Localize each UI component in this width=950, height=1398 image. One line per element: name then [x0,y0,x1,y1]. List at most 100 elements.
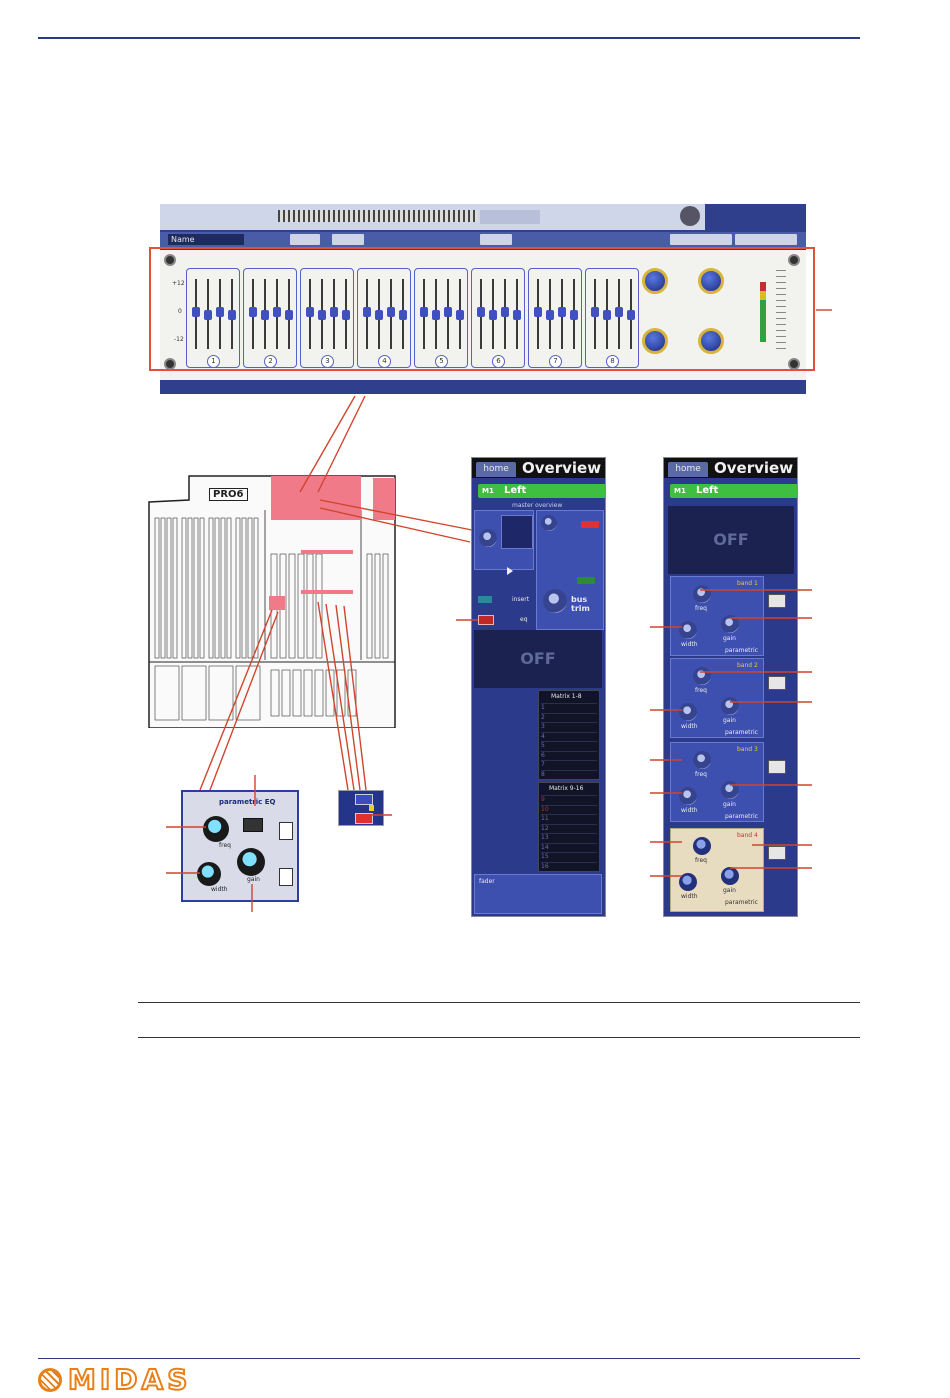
geq-slider-cap[interactable] [513,310,521,320]
geq-slider-cap[interactable] [363,307,371,317]
geq-slider-cap[interactable] [330,307,338,317]
master-knob[interactable] [479,529,497,547]
matrix-row[interactable]: 2 [541,712,597,722]
geq-slider-cap[interactable] [375,310,383,320]
band-side-button[interactable] [768,760,786,774]
geq-slider-cap[interactable] [615,307,623,317]
geq-slider-cap[interactable] [306,307,314,317]
freq-knob[interactable] [693,751,711,769]
caption-rule-top [138,1002,860,1003]
toolbar-button-2[interactable] [332,234,364,245]
peq-switch-1[interactable] [279,822,293,840]
bus-trim-knob[interactable] [543,589,567,613]
dir-knob[interactable] [541,515,557,531]
geq-band-number: 7 [549,355,562,368]
geq-slider-cap[interactable] [249,307,257,317]
geq-slider-cap[interactable] [318,310,326,320]
geq-slider-cap[interactable] [420,307,428,317]
gain-knob[interactable] [721,615,739,633]
freq-knob[interactable] [693,837,711,855]
gain-knob[interactable] [237,848,265,876]
peq-switch-2[interactable] [279,868,293,886]
freq-knob[interactable] [203,816,229,842]
shelf-knob-2[interactable] [698,268,724,294]
width-knob[interactable] [197,862,221,886]
geq-slider-cap[interactable] [387,307,395,317]
home-tab[interactable]: home [668,462,708,477]
matrix-row[interactable]: 8 [541,769,597,779]
eq-off-display: OFF [474,630,602,688]
geq-slider-cap[interactable] [399,310,407,320]
shelf-knob-1[interactable] [642,268,668,294]
geq-slider-cap[interactable] [591,307,599,317]
geq-slider-cap[interactable] [204,310,212,320]
matrix-row[interactable]: 3 [541,722,597,731]
band-side-button[interactable] [768,676,786,690]
geq-slider-cap[interactable] [444,307,452,317]
matrix-row[interactable]: 5 [541,741,597,750]
width-knob[interactable] [679,703,697,721]
matrix-row[interactable]: 4 [541,731,597,741]
geq-slider-cap[interactable] [558,307,566,317]
width-knob[interactable] [679,621,697,639]
toolbar-button-1[interactable] [290,234,320,245]
eq-button[interactable] [478,615,494,625]
geq-slider-cap[interactable] [489,310,497,320]
red-button[interactable] [581,521,599,528]
toolbar-button-5[interactable] [735,234,797,245]
width-knob[interactable] [679,787,697,805]
geq-slider-cap[interactable] [477,307,485,317]
insert-label: insert [512,596,530,603]
home-tab[interactable]: home [476,462,516,477]
matrix-row[interactable]: 10 [541,804,597,814]
screw-icon [788,254,800,266]
geq-slider-cap[interactable] [273,307,281,317]
console-output-strip [382,553,389,659]
geq-slider-cap[interactable] [546,310,554,320]
gain-knob[interactable] [721,867,739,885]
matrix-row[interactable]: 14 [541,842,597,852]
matrix-row[interactable]: 7 [541,760,597,769]
matrix-row[interactable]: 6 [541,750,597,760]
geq-slider-cap[interactable] [534,307,542,317]
console-output-strip [366,553,373,659]
geq-slider-cap[interactable] [603,310,611,320]
geq-slider-cap[interactable] [501,307,509,317]
toolbar-button-3[interactable] [480,234,512,245]
closeup-button-top[interactable] [355,794,373,805]
geq-slider-cap[interactable] [570,310,578,320]
matrix-row[interactable]: 15 [541,852,597,861]
shelf-knob-3[interactable] [642,328,668,354]
insert-button[interactable] [478,596,492,603]
width-label: width [211,886,228,893]
console-logo: PRO6 [209,488,248,501]
geq-slider-cap[interactable] [216,307,224,317]
matrix-row[interactable]: 16 [541,861,597,871]
geq-slider-cap[interactable] [456,310,464,320]
closeup-led [369,805,374,811]
matrix-row[interactable]: 11 [541,814,597,823]
toolbar-button-4[interactable] [670,234,732,245]
geq-slider-cap[interactable] [627,310,635,320]
shelf-knob-4[interactable] [698,328,724,354]
geq-slider-cap[interactable] [285,310,293,320]
geq-slider-cap[interactable] [261,310,269,320]
geq-slider-cap[interactable] [432,310,440,320]
screw-icon [164,254,176,266]
preset-name-field[interactable]: Name [168,234,244,245]
matrix-row[interactable]: 13 [541,833,597,842]
console-master-fader [325,669,335,717]
width-knob[interactable] [679,873,697,891]
band-side-button[interactable] [768,846,786,860]
peq-button[interactable] [243,818,263,832]
matrix-row[interactable]: 9 [541,795,597,804]
green-button[interactable] [577,577,595,584]
geq-slider-cap[interactable] [228,310,236,320]
geq-slider-cap[interactable] [192,307,200,317]
band-side-button[interactable] [768,594,786,608]
closeup-button-eq[interactable] [355,813,373,824]
matrix-row[interactable]: 1 [541,703,597,712]
geq-slider-cap[interactable] [342,310,350,320]
matrix-row[interactable]: 12 [541,823,597,833]
console-master-fader [292,669,302,717]
